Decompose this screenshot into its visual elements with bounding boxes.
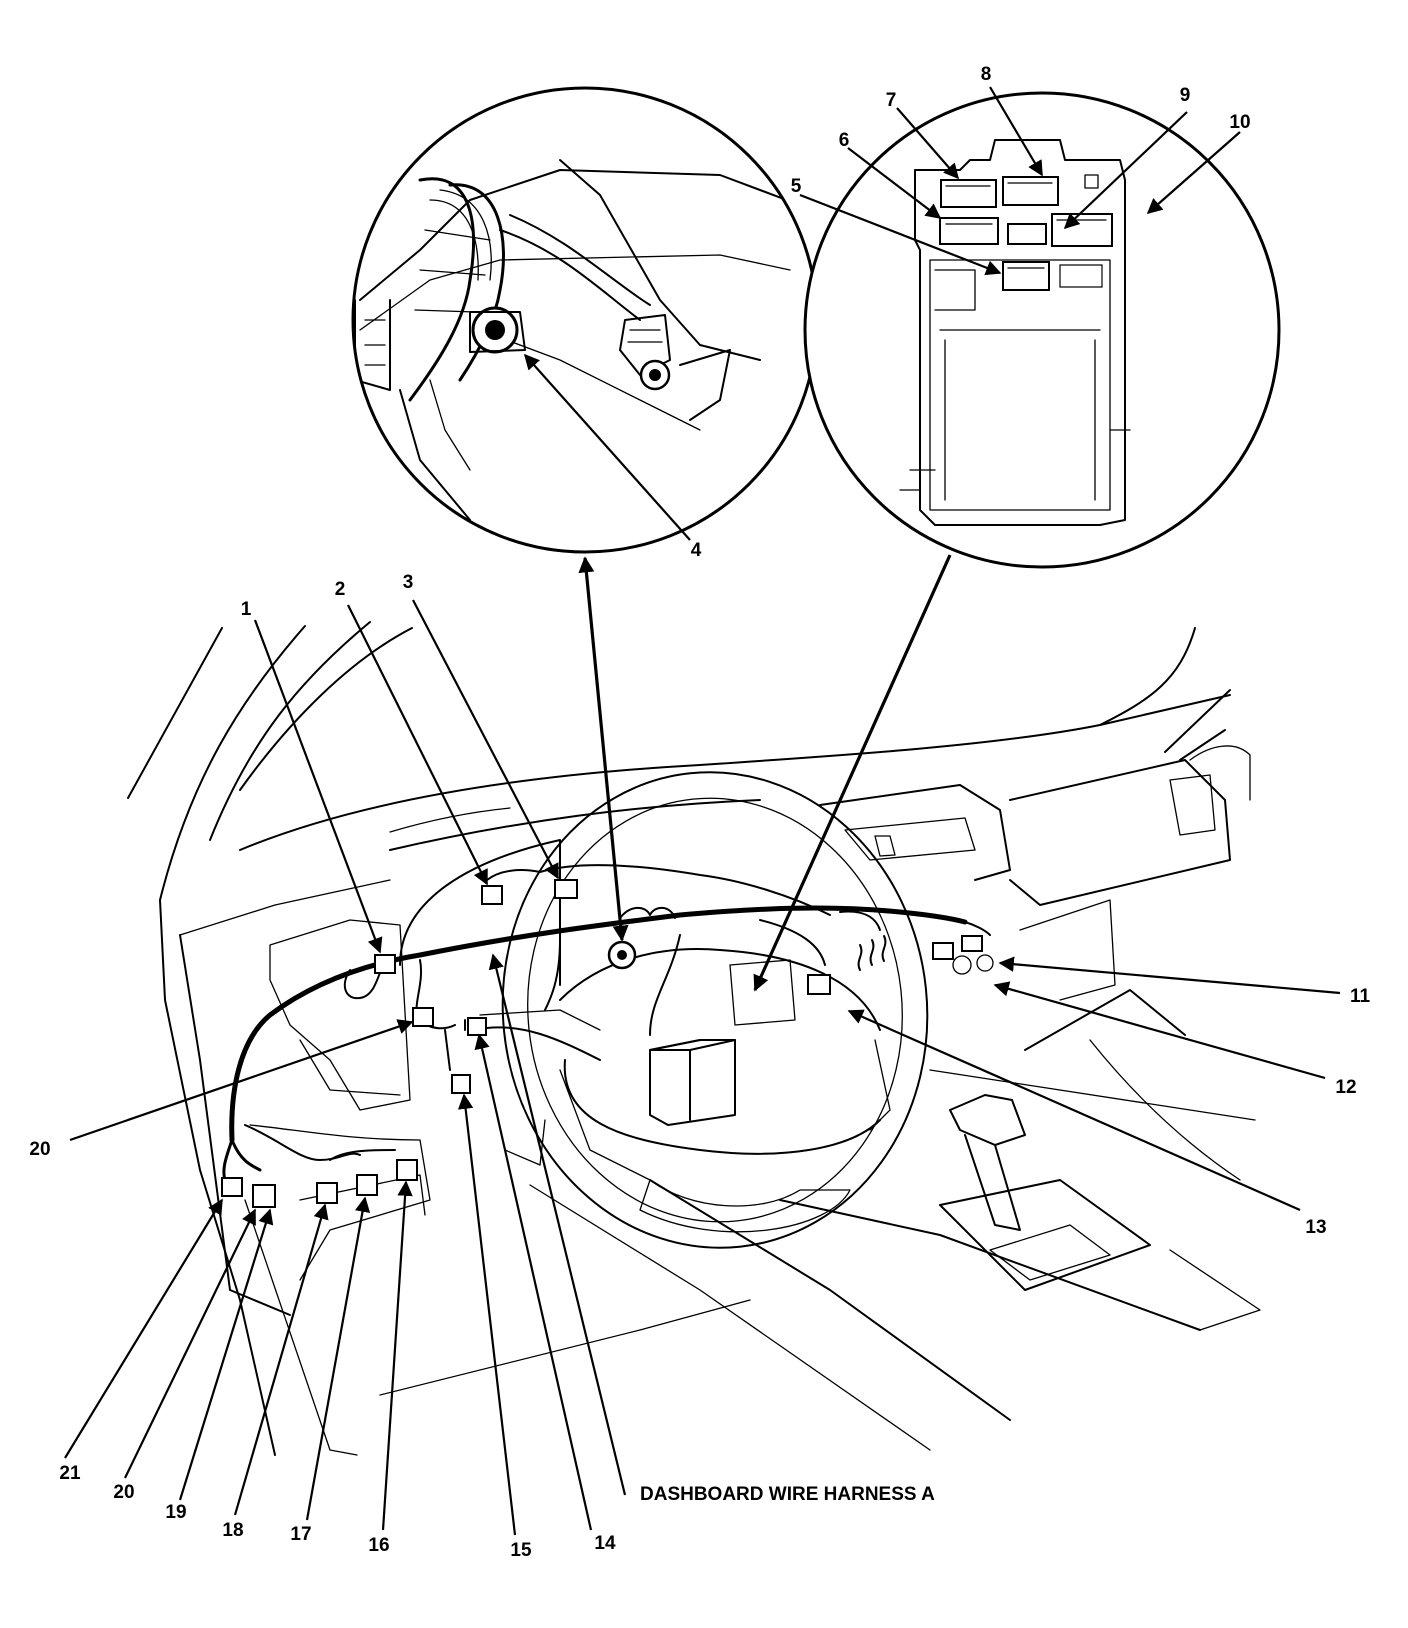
connector-12 — [932, 942, 954, 960]
connector-11 — [961, 935, 983, 952]
callout-1: 1 — [241, 599, 252, 620]
callout-15: 15 — [510, 1540, 532, 1561]
connector-1 — [374, 954, 396, 974]
callout-5: 5 — [791, 176, 802, 197]
callout-11: 11 — [1350, 986, 1371, 1007]
dashboard-illustration — [127, 621, 1261, 1456]
callout-7: 7 — [886, 90, 897, 111]
connector-17 — [356, 1174, 378, 1196]
callout-18: 18 — [222, 1520, 243, 1541]
callout-4: 4 — [691, 540, 702, 561]
callout-20-upper: 20 — [29, 1139, 50, 1160]
detail-arrows — [578, 554, 952, 992]
callout-leaders — [64, 86, 1341, 1536]
detail-circle-fuse-box — [803, 91, 1281, 569]
connector-13 — [807, 974, 831, 995]
connector-15 — [451, 1074, 471, 1094]
connector-2 — [481, 885, 503, 905]
callout-9: 9 — [1180, 85, 1191, 106]
callout-labels: 1 2 3 4 5 6 7 8 9 10 11 12 13 14 15 16 1… — [29, 64, 1370, 1561]
callout-8: 8 — [981, 64, 992, 85]
connector-14 — [467, 1017, 487, 1036]
connector-20-upper — [412, 1007, 434, 1027]
connector-16 — [396, 1159, 418, 1181]
detail-circle-steering-connector — [351, 86, 819, 554]
callout-12: 12 — [1335, 1077, 1356, 1098]
callout-20-lower: 20 — [113, 1482, 134, 1503]
connector-18 — [316, 1182, 338, 1204]
diagram-caption: DASHBOARD WIRE HARNESS A — [640, 1484, 935, 1505]
callout-14: 14 — [594, 1533, 616, 1554]
connector-19 — [252, 1184, 276, 1208]
callout-13: 13 — [1305, 1217, 1326, 1238]
callout-17: 17 — [290, 1524, 311, 1545]
callout-10: 10 — [1229, 112, 1250, 133]
callout-2: 2 — [335, 579, 346, 600]
callout-6: 6 — [839, 130, 850, 151]
harness-connectors — [221, 879, 983, 1208]
connector-3 — [554, 879, 578, 899]
callout-3: 3 — [403, 572, 414, 593]
dashboard-wire-harness-a — [222, 864, 991, 1182]
connector-21 — [221, 1177, 243, 1197]
callout-16: 16 — [368, 1535, 389, 1556]
callout-21: 21 — [59, 1463, 81, 1484]
callout-19: 19 — [165, 1502, 186, 1523]
